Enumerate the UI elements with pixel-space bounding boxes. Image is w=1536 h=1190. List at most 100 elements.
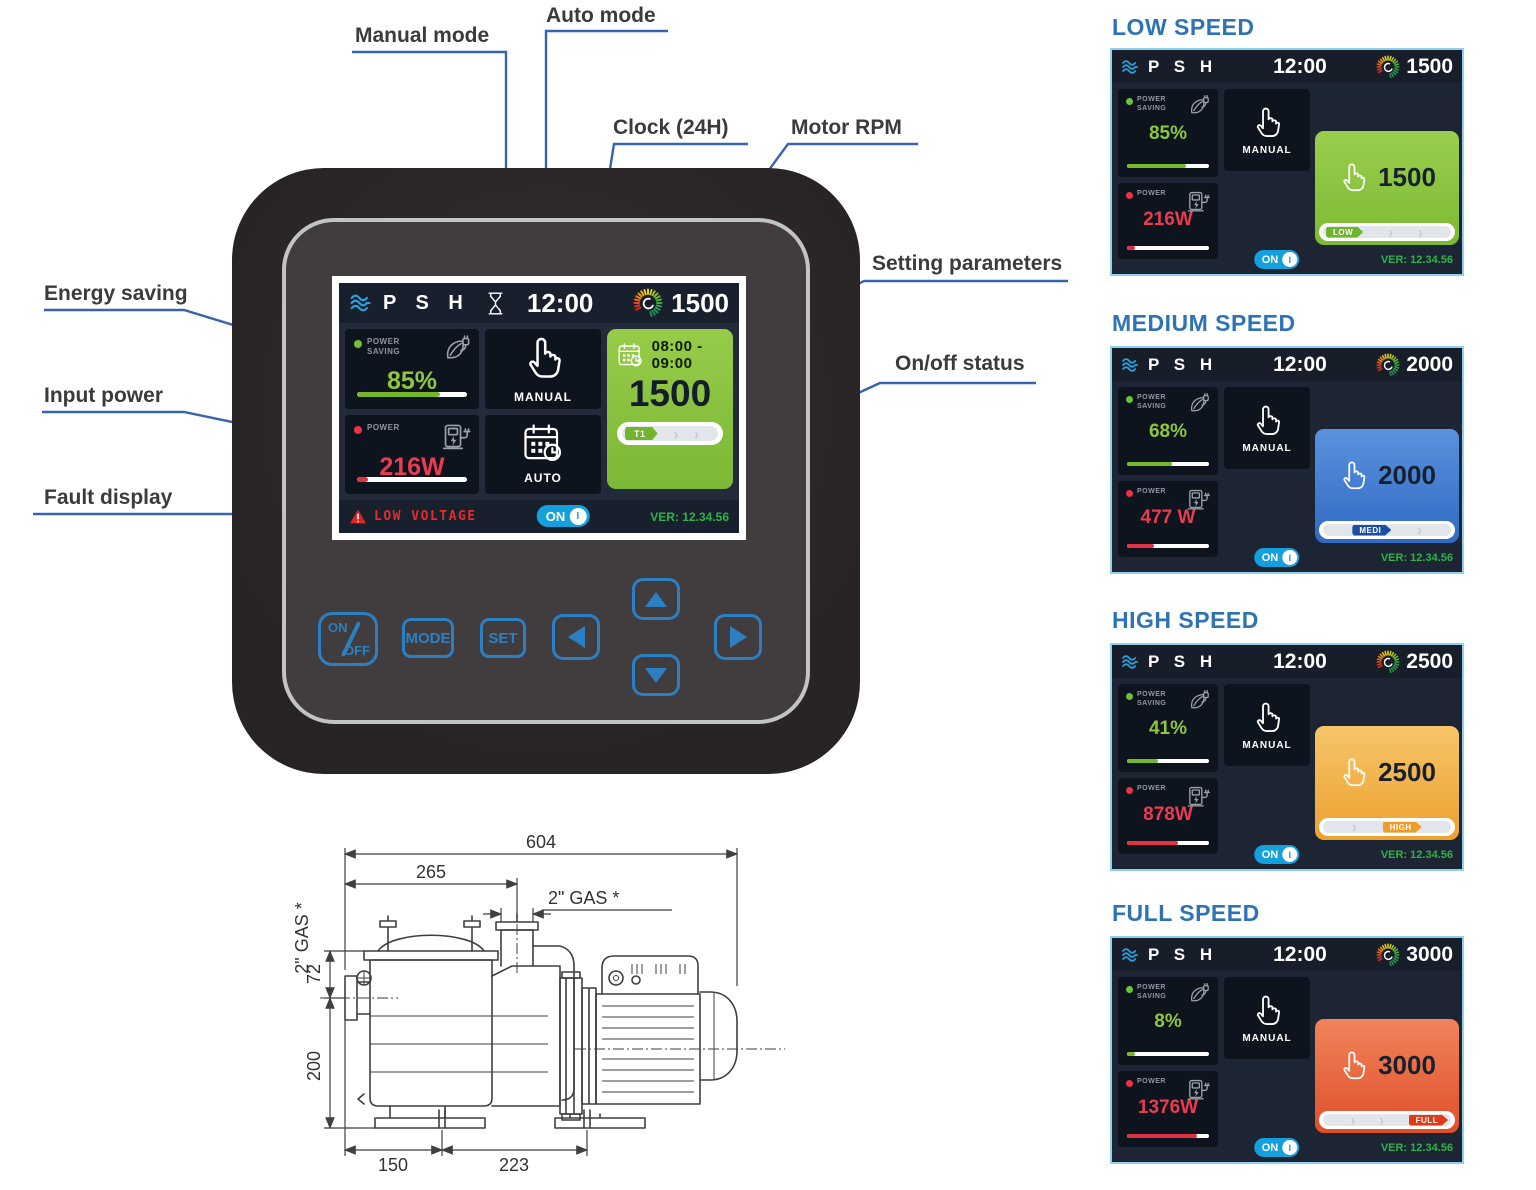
speed-track: LOW › › [1323, 222, 1451, 242]
power-saving-panel: POWER SAVING 41% [1118, 684, 1218, 772]
input-power-label: POWER [1137, 785, 1166, 792]
up-triangle-icon [645, 591, 667, 607]
card-rpm-value: 2000 [1378, 459, 1436, 490]
power-saving-panel: POWER SAVING 68% [1118, 387, 1218, 475]
arrow-up-button[interactable] [632, 578, 680, 620]
arrow-right-button[interactable] [714, 614, 762, 660]
brand-text: P S H [1148, 651, 1218, 671]
manual-mode-tile: MANUAL [1224, 977, 1310, 1059]
input-power-label: POWER [1137, 1078, 1166, 1085]
schedule-calendar-icon [617, 338, 644, 372]
input-power-bar [1127, 1134, 1209, 1138]
speed-pill: T1 [625, 427, 658, 440]
speed-pill: FULL [1408, 1114, 1449, 1126]
power-saving-bar-fill [1127, 759, 1159, 763]
title-full-speed: FULL SPEED [1112, 900, 1260, 926]
rpm-value: 1500 [671, 287, 729, 318]
clock-value: 12:00 [1273, 352, 1327, 376]
clock-value: 12:00 [526, 287, 594, 318]
schedule-time-range: 08:00 - 09:00 [651, 338, 703, 372]
input-power-panel: POWER 216W [345, 414, 479, 494]
auto-mode-tile[interactable]: AUTO [485, 414, 601, 494]
rpm-value: 1500 [1406, 54, 1453, 78]
timer-track: T1›› [622, 425, 718, 442]
manual-label: MANUAL [514, 389, 572, 404]
firmware-version: VER: 12.34.56 [1380, 1142, 1453, 1154]
input-power-label: POWER [1137, 190, 1166, 197]
chevron-right-icon: › [1418, 222, 1423, 242]
input-power-led [354, 425, 362, 434]
firmware-version: VER: 12.34.56 [1380, 849, 1453, 861]
on-label: ON [1261, 848, 1279, 861]
input-power-value: 878W [1143, 804, 1193, 825]
input-power-value: 216W [379, 452, 445, 481]
input-power-value: 216W [1143, 209, 1193, 230]
arrow-left-button[interactable] [552, 614, 600, 660]
on-mark: I [569, 507, 587, 525]
mode-button[interactable]: MODE [402, 618, 454, 658]
input-power-led [1126, 192, 1133, 199]
hand-tap-icon [1251, 403, 1283, 438]
dim-overall-length: 604 [526, 832, 556, 852]
hand-tap-icon [1251, 105, 1283, 140]
on-status-toggle: ON I [1253, 845, 1300, 864]
manual-mode-tile[interactable]: MANUAL [485, 329, 601, 409]
power-saving-label: POWER SAVING [367, 337, 401, 356]
on-mark: I [1282, 550, 1298, 565]
brand-waves-icon [1121, 946, 1140, 964]
input-power-bar-fill [357, 477, 368, 482]
speed-strip: LOW › › [1319, 223, 1455, 241]
on-status-toggle: ON I [1253, 250, 1300, 269]
brand-waves-icon [1121, 653, 1140, 671]
hourglass-icon [486, 291, 505, 316]
power-saving-bar-fill [357, 391, 440, 397]
manual-mode-tile: MANUAL [1224, 89, 1310, 171]
card-rpm-value: 1500 [1378, 161, 1436, 192]
speed-pill: HIGH [1382, 821, 1422, 833]
clock-value: 12:00 [1273, 649, 1327, 673]
brand-text: P S H [1148, 56, 1218, 76]
hand-tap-icon [1251, 700, 1283, 735]
set-button[interactable]: SET [480, 618, 526, 658]
callout-fault-display: Fault display [44, 486, 173, 509]
hand-tap-icon [1338, 1049, 1368, 1082]
power-saving-panel: POWER SAVING 8% [1118, 977, 1218, 1065]
left-triangle-icon [567, 626, 585, 648]
power-saving-panel: POWER SAVING 85% [345, 329, 479, 409]
callout-manual-mode: Manual mode [355, 24, 490, 47]
rpm-gauge-icon [1376, 353, 1400, 377]
manual-label: MANUAL [1242, 144, 1292, 156]
power-saving-bar-fill [1127, 1052, 1136, 1056]
screen-low-speed: P S H 12:00 1500 POWER SAVING 85% POWER … [1110, 48, 1464, 276]
on-mark: I [1282, 1140, 1298, 1155]
callout-input-power: Input power [44, 384, 163, 407]
rpm-value: 3000 [1406, 942, 1453, 966]
chevron-right-icon: › [1388, 222, 1393, 242]
chevron-right-icon: › [1379, 1110, 1384, 1130]
onoff-button[interactable]: ON OFF [318, 612, 378, 666]
calendar-clock-icon [522, 423, 564, 463]
callout-clock: Clock (24H) [613, 116, 729, 139]
title-low-speed: LOW SPEED [1112, 14, 1255, 40]
input-power-led [1126, 490, 1133, 497]
power-saving-bar [1127, 462, 1209, 466]
rpm-value: 2500 [1406, 649, 1453, 673]
power-saving-bar-fill [1127, 462, 1173, 466]
on-mark: I [1282, 252, 1298, 267]
rpm-gauge-icon [1376, 650, 1400, 674]
rpm-gauge-icon [1376, 943, 1400, 967]
schedule-card[interactable]: 08:00 - 09:00 1500 T1›› [607, 329, 733, 489]
input-power-value: 477 W [1140, 507, 1196, 528]
chevron-right-icon: › [1417, 520, 1422, 540]
power-saving-value: 8% [1154, 1011, 1182, 1032]
power-saving-led [1126, 693, 1133, 700]
input-power-panel: POWER 477 W [1118, 481, 1218, 557]
chevron-right-icon: › [1352, 817, 1357, 837]
manual-label: MANUAL [1242, 1032, 1292, 1044]
on-mark: I [1282, 847, 1298, 862]
input-power-bar-fill [1127, 246, 1136, 250]
speed-pill: LOW [1326, 226, 1364, 238]
arrow-down-button[interactable] [632, 654, 680, 696]
on-status-toggle[interactable]: ON I [536, 505, 590, 527]
power-saving-label: POWER SAVING [1137, 96, 1167, 112]
